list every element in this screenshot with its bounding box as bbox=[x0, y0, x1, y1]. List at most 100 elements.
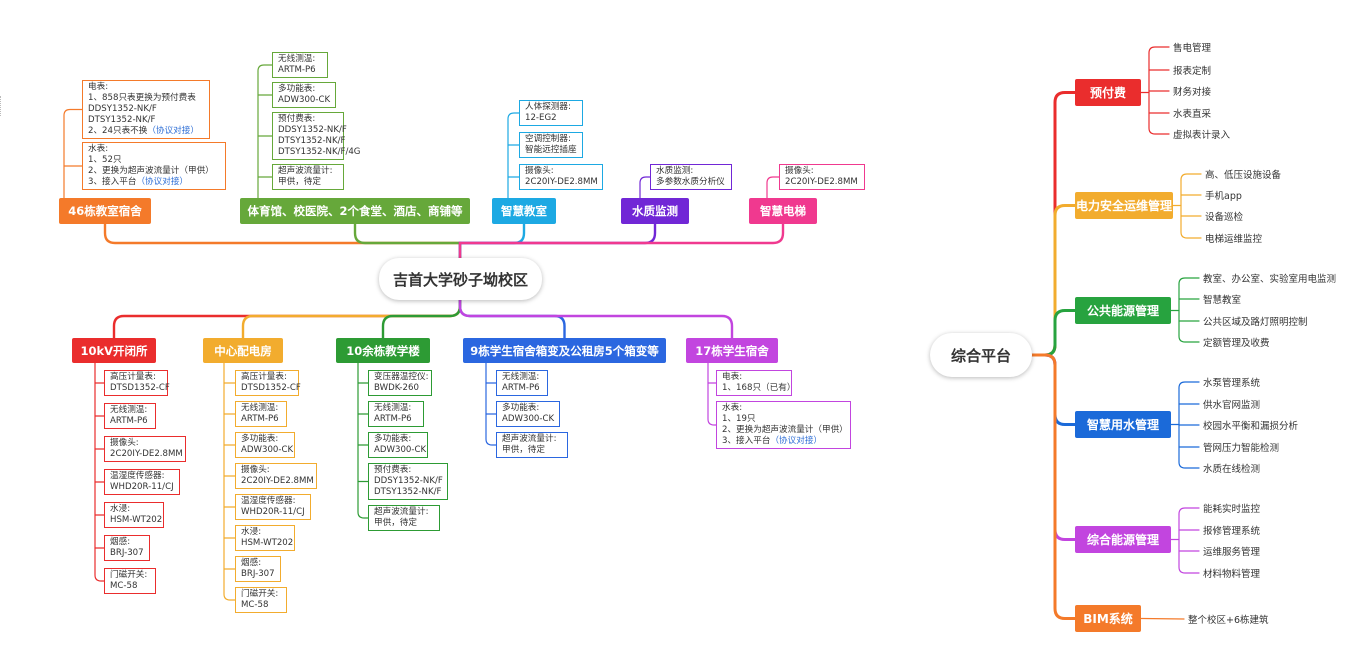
leaf-node[interactable]: 温湿度传感器:WHD20R-11/CJ bbox=[235, 494, 311, 520]
topic-top-3[interactable]: 水质监测 bbox=[621, 198, 689, 224]
platform-feature-item[interactable]: 校园水平衡和漏损分析 bbox=[1203, 421, 1299, 432]
leaf-node[interactable]: 门磁开关:MC-58 bbox=[235, 587, 287, 613]
platform-topic-1[interactable]: 电力安全运维管理 bbox=[1075, 192, 1173, 219]
central-topic-platform[interactable]: 综合平台 bbox=[930, 333, 1032, 377]
topic-top-1[interactable]: 体育馆、校医院、2个食堂、酒店、商铺等 bbox=[240, 198, 470, 224]
leaf-node[interactable]: 超声波流量计:甲供，待定 bbox=[272, 164, 344, 190]
platform-feature-item[interactable]: 售电管理 bbox=[1173, 43, 1212, 54]
leaf-line: 预付费表: bbox=[278, 114, 338, 125]
topic-bottom-2[interactable]: 10余栋教学楼 bbox=[336, 338, 430, 363]
leaf-node[interactable]: 空调控制器:智能远控插座 bbox=[519, 132, 583, 158]
leaf-node[interactable]: 电表:1、168只（已有） bbox=[716, 370, 795, 396]
topic-bottom-0[interactable]: 10kV开闭所 bbox=[72, 338, 156, 363]
platform-topic-5[interactable]: BIM系统 bbox=[1075, 605, 1141, 632]
leaf-line: WHD20R-11/CJ bbox=[241, 507, 305, 518]
leaf-text: ARTM-P6 bbox=[502, 383, 540, 393]
leaf-node[interactable]: 变压器温控仪:BWDK-260 bbox=[368, 370, 432, 396]
leaf-text: 温湿度传感器: bbox=[110, 471, 165, 481]
leaf-text: 门磁开关: bbox=[241, 589, 279, 599]
leaf-node[interactable]: 多功能表:ADW300-CK bbox=[272, 82, 336, 108]
leaf-node[interactable]: 无线测温:ARTM-P6 bbox=[272, 52, 328, 78]
leaf-node[interactable]: 门磁开关:MC-58 bbox=[104, 568, 156, 594]
platform-feature-item[interactable]: 水泵管理系统 bbox=[1203, 378, 1261, 389]
leaf-text: ARTM-P6 bbox=[110, 416, 148, 426]
leaf-node[interactable]: 摄像头:2C20IY-DE2.8MM bbox=[519, 164, 603, 190]
leaf-node[interactable]: 无线测温:ARTM-P6 bbox=[496, 370, 548, 396]
platform-feature-item[interactable]: 材料物料管理 bbox=[1203, 569, 1261, 580]
platform-feature-item[interactable]: 公共区域及路灯照明控制 bbox=[1203, 317, 1308, 328]
leaf-line: DTSD1352-CF bbox=[110, 383, 170, 394]
leaf-text: 2C20IY-DE2.8MM bbox=[110, 449, 183, 459]
leaf-line: MC-58 bbox=[110, 581, 150, 592]
leaf-line: 无线测温: bbox=[110, 405, 150, 416]
platform-feature-item[interactable]: 水质在线检测 bbox=[1203, 464, 1261, 475]
platform-feature-item[interactable]: 供水官网监测 bbox=[1203, 400, 1261, 411]
leaf-line: 2、24只表不换（协议对接） bbox=[88, 126, 204, 137]
leaf-node[interactable]: 无线测温:ARTM-P6 bbox=[235, 401, 287, 427]
leaf-line: DDSY1352-NK/F bbox=[278, 125, 347, 136]
topic-top-2[interactable]: 智慧教室 bbox=[492, 198, 556, 224]
leaf-node[interactable]: 温湿度传感器:WHD20R-11/CJ bbox=[104, 469, 180, 495]
leaf-text: ADW300-CK bbox=[278, 95, 331, 105]
platform-feature-item[interactable]: 设备巡检 bbox=[1205, 212, 1244, 223]
leaf-node[interactable]: 烟感:BRJ-307 bbox=[235, 556, 281, 582]
platform-topic-2[interactable]: 公共能源管理 bbox=[1075, 297, 1171, 324]
platform-feature-item[interactable]: 教室、办公室、实验室用电监测 bbox=[1203, 274, 1337, 285]
leaf-node[interactable]: 高压计量表:DTSD1352-CF bbox=[235, 370, 301, 396]
leaf-line: ARTM-P6 bbox=[110, 416, 150, 427]
leaf-node[interactable]: 水质监测:多参数水质分析仪 bbox=[650, 164, 732, 190]
platform-feature-item[interactable]: 定额管理及收费 bbox=[1203, 338, 1270, 349]
platform-feature-item[interactable]: 运维服务管理 bbox=[1203, 547, 1261, 558]
platform-feature-item[interactable]: 整个校区+6栋建筑 bbox=[1188, 615, 1269, 626]
platform-feature-item[interactable]: 管网压力智能检测 bbox=[1203, 443, 1280, 454]
leaf-node[interactable]: 超声波流量计:甲供，待定 bbox=[368, 505, 440, 531]
topic-bottom-3[interactable]: 9栋学生宿舍箱变及公租房5个箱变等 bbox=[463, 338, 666, 363]
platform-feature-item[interactable]: 能耗实时监控 bbox=[1203, 504, 1261, 515]
platform-topic-0[interactable]: 预付费 bbox=[1075, 79, 1141, 106]
leaf-node[interactable]: 超声波流量计:甲供，待定 bbox=[496, 432, 568, 458]
leaf-node[interactable]: 水浸:HSM-WT202 bbox=[235, 525, 295, 551]
leaf-line: 多功能表: bbox=[374, 434, 422, 445]
central-topic-campus[interactable]: 吉首大学砂子坳校区 bbox=[379, 258, 542, 300]
leaf-text: 多功能表: bbox=[374, 434, 412, 444]
platform-feature-item[interactable]: 水表直采 bbox=[1173, 109, 1212, 120]
topic-bottom-4[interactable]: 17栋学生宿舍 bbox=[686, 338, 778, 363]
topic-top-4[interactable]: 智慧电梯 bbox=[749, 198, 817, 224]
platform-topic-3[interactable]: 智慧用水管理 bbox=[1075, 411, 1171, 438]
leaf-node[interactable]: 人体探测器:12-EG2 bbox=[519, 100, 583, 126]
platform-feature-item[interactable]: 报表定制 bbox=[1173, 66, 1212, 77]
leaf-node[interactable]: 摄像头:2C20IY-DE2.8MM bbox=[779, 164, 865, 190]
leaf-node[interactable]: 摄像头:2C20IY-DE2.8MM bbox=[235, 463, 317, 489]
leaf-text: 高压计量表: bbox=[241, 372, 287, 382]
platform-feature-item[interactable]: 报修管理系统 bbox=[1203, 526, 1261, 537]
platform-feature-item[interactable]: 高、低压设施设备 bbox=[1205, 170, 1282, 181]
leaf-line: 2C20IY-DE2.8MM bbox=[785, 177, 859, 188]
leaf-line: 1、19只 bbox=[722, 414, 845, 425]
topic-top-0[interactable]: 46栋教室宿舍 bbox=[59, 198, 151, 224]
leaf-node[interactable]: 无线测温:ARTM-P6 bbox=[104, 403, 156, 429]
leaf-node[interactable]: 烟感:BRJ-307 bbox=[104, 535, 150, 561]
leaf-text: DDSY1352-NK/F bbox=[88, 104, 157, 114]
topic-bottom-1[interactable]: 中心配电房 bbox=[203, 338, 283, 363]
platform-feature-item[interactable]: 电梯运维监控 bbox=[1205, 234, 1263, 245]
leaf-text: DDSY1352-NK/F bbox=[278, 125, 347, 135]
leaf-node[interactable]: 多功能表:ADW300-CK bbox=[235, 432, 295, 458]
leaf-node[interactable]: 多功能表:ADW300-CK bbox=[368, 432, 428, 458]
platform-feature-item[interactable]: 智慧教室 bbox=[1203, 295, 1242, 306]
platform-feature-item[interactable]: 财务对接 bbox=[1173, 87, 1212, 98]
leaf-node[interactable]: 水浸:HSM-WT202 bbox=[104, 502, 164, 528]
leaf-node[interactable]: 高压计量表:DTSD1352-CF bbox=[104, 370, 170, 396]
leaf-node[interactable]: 无线测温:ARTM-P6 bbox=[368, 401, 424, 427]
leaf-text: 电表: bbox=[722, 372, 743, 382]
platform-feature-item[interactable]: 虚拟表计录入 bbox=[1173, 130, 1231, 141]
platform-feature-item[interactable]: 手机app bbox=[1205, 191, 1242, 202]
leaf-text: 人体探测器: bbox=[525, 102, 571, 112]
platform-topic-4[interactable]: 综合能源管理 bbox=[1075, 526, 1171, 553]
leaf-node[interactable]: 摄像头:2C20IY-DE2.8MM bbox=[104, 436, 186, 462]
leaf-node[interactable]: 多功能表:ADW300-CK bbox=[496, 401, 560, 427]
